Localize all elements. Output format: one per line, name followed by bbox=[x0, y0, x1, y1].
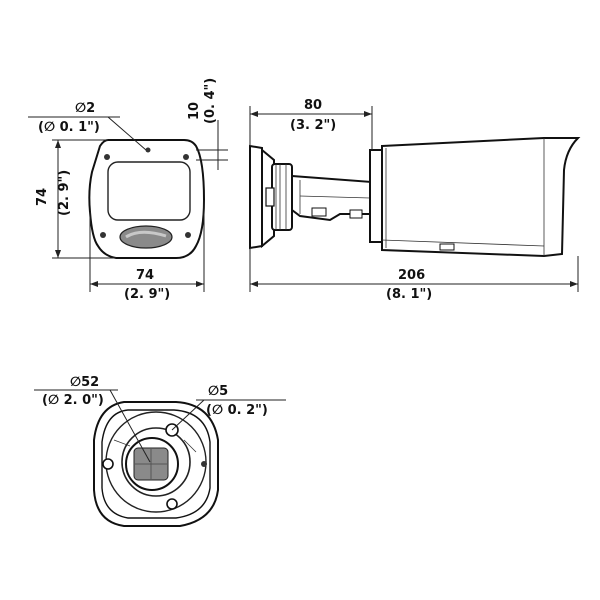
base-hole-dia-in-label: (∅ 0. 2") bbox=[206, 403, 268, 418]
front-hole-dia-label: ∅2 bbox=[75, 101, 95, 116]
front-width-in-label: (2. 9") bbox=[124, 287, 170, 302]
front-offset-label: 10 bbox=[187, 102, 202, 120]
front-view: ∅2 (∅ 0. 1") 10 (0. 4") 74 (2. 9") 74 (2… bbox=[28, 78, 228, 302]
side-joint bbox=[271, 163, 293, 231]
front-small-hole bbox=[145, 147, 151, 153]
screw-hole-bottom-right bbox=[185, 232, 191, 238]
base-hole-right bbox=[201, 461, 207, 467]
ir-window bbox=[119, 225, 173, 249]
side-base-plate bbox=[249, 144, 263, 250]
base-hole-dia-label: ∅5 bbox=[208, 384, 228, 399]
lens-window bbox=[107, 161, 191, 221]
screw-hole-top-left bbox=[104, 154, 110, 160]
side-view: 80 (3. 2") 206 (8. 1") bbox=[249, 98, 581, 302]
front-offset-in-label: (0. 4") bbox=[203, 78, 218, 124]
screw-hole-bottom-left bbox=[100, 232, 106, 238]
front-width-label: 74 bbox=[136, 268, 154, 283]
side-mount-len-label: 80 bbox=[304, 98, 322, 113]
side-mount-block bbox=[369, 149, 383, 243]
base-bore-dia-label: ∅52 bbox=[70, 375, 99, 390]
base-view: ∅52 (∅ 2. 0") ∅5 (∅ 0. 2") bbox=[34, 375, 286, 527]
side-mount-len-in-label: (3. 2") bbox=[290, 118, 336, 133]
front-height-label: 74 bbox=[35, 188, 50, 206]
side-total-len-in-label: (8. 1") bbox=[386, 287, 432, 302]
base-inner-body bbox=[101, 409, 211, 519]
side-total-len-label: 206 bbox=[398, 268, 425, 283]
front-hole-dia-in-label: (∅ 0. 1") bbox=[38, 120, 100, 135]
base-hole-bottom bbox=[166, 498, 178, 510]
screw-hole-top-right bbox=[183, 154, 189, 160]
side-housing bbox=[381, 137, 581, 258]
base-bore-dia-in-label: (∅ 2. 0") bbox=[42, 393, 104, 408]
ir-window-highlight bbox=[125, 230, 167, 239]
base-hole-left bbox=[102, 458, 114, 470]
front-height-in-label: (2. 9") bbox=[57, 170, 72, 216]
